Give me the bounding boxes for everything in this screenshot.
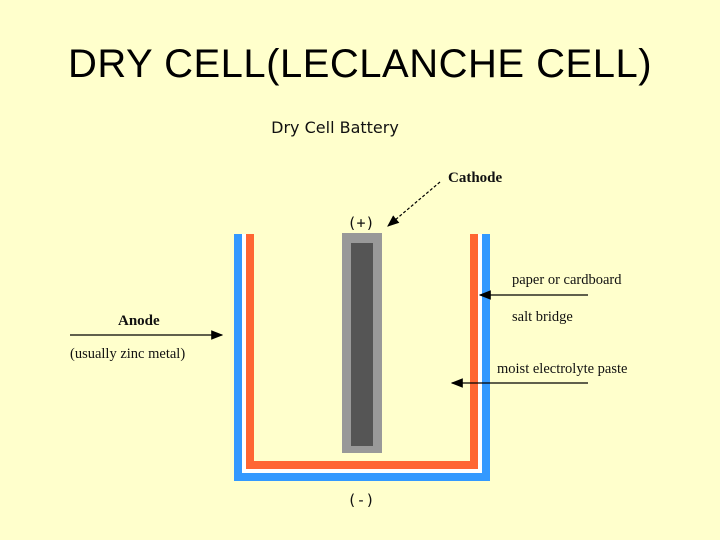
salt-bridge-label: salt bridge [512,309,573,325]
inner-layer [246,234,478,469]
cathode-rod-core [351,243,373,446]
paper-cardboard-label: paper or cardboard [512,272,622,288]
cathode-label: Cathode [448,170,503,186]
diagram-title: Dry Cell Battery [271,118,399,137]
outer-casing [234,234,490,481]
positive-terminal-label: (+) [347,214,374,232]
anode-note-label: (usually zinc metal) [70,346,185,362]
slide-title: DRY CELL(LECLANCHE CELL) [67,42,653,86]
electrolyte-label: moist electrolyte paste [497,361,627,377]
paper-layer [242,234,482,473]
cathode-arrow [387,181,441,227]
anode-label: Anode [118,313,160,329]
negative-terminal-label: (-) [347,491,374,509]
